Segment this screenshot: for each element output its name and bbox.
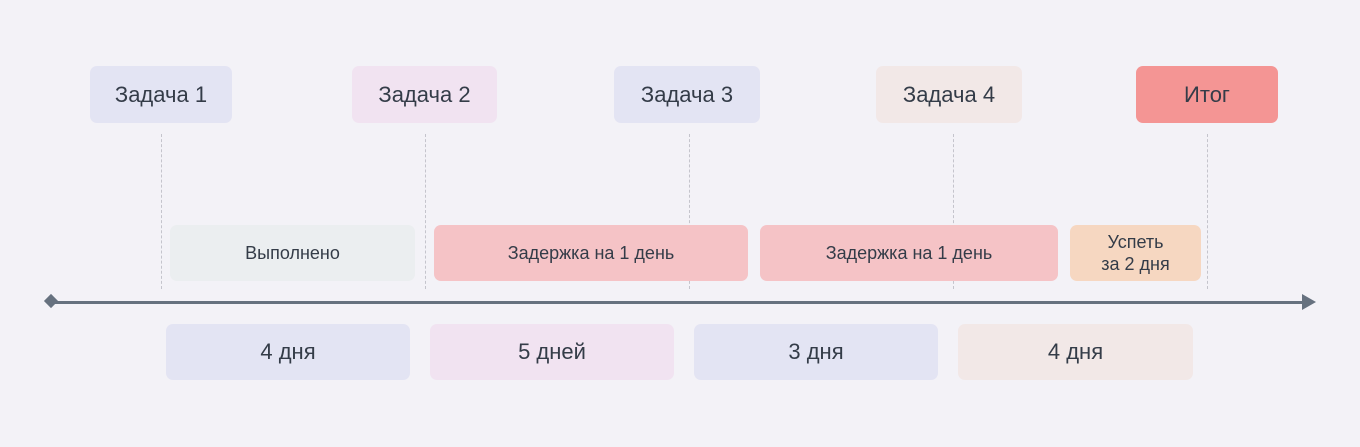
status-delay-1: Задержка на 1 день — [434, 225, 748, 281]
milestone-guide-1 — [161, 134, 162, 289]
milestone-guide-3 — [689, 134, 690, 289]
axis-arrow-icon — [1302, 294, 1316, 310]
milestone-guide-2 — [425, 134, 426, 289]
status-delay-2: Задержка на 1 день — [760, 225, 1058, 281]
status-catch-up: Успеть за 2 дня — [1070, 225, 1201, 281]
result-label: Итог — [1136, 66, 1278, 123]
axis-start-diamond-icon — [43, 293, 59, 309]
status-catch-up-line2: за 2 дня — [1101, 254, 1170, 274]
duration-task-1: 4 дня — [166, 324, 410, 380]
task-3-label: Задача 3 — [614, 66, 760, 123]
duration-task-4: 4 дня — [958, 324, 1193, 380]
task-1-label: Задача 1 — [90, 66, 232, 123]
timeline-axis — [50, 301, 1305, 304]
duration-task-3: 3 дня — [694, 324, 938, 380]
task-4-label: Задача 4 — [876, 66, 1022, 123]
milestone-guide-4 — [953, 134, 954, 289]
milestone-guide-5 — [1207, 134, 1208, 289]
duration-task-2: 5 дней — [430, 324, 674, 380]
status-done: Выполнено — [170, 225, 415, 281]
task-2-label: Задача 2 — [352, 66, 497, 123]
status-catch-up-line1: Успеть — [1107, 232, 1164, 252]
